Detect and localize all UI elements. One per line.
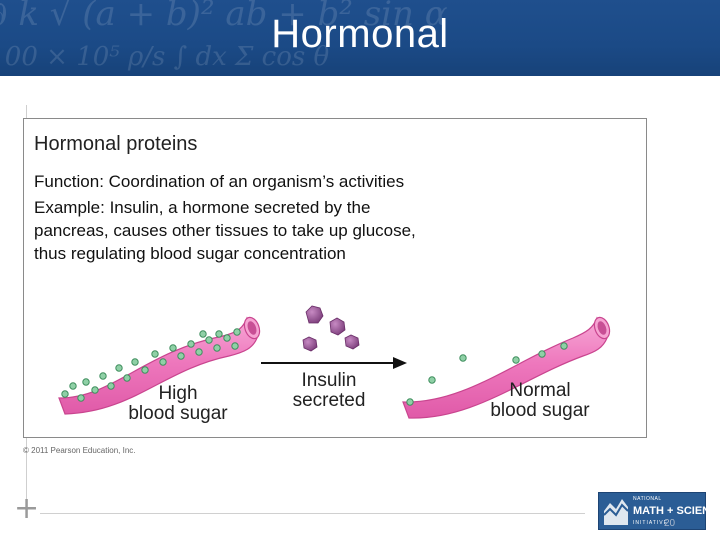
label-line: blood sugar bbox=[490, 400, 590, 421]
arrow-icon bbox=[261, 357, 407, 369]
bottom-divider-line bbox=[40, 513, 585, 514]
right-blood-vessel bbox=[402, 316, 611, 419]
insulin-secreted-label: Insulin secreted bbox=[269, 371, 389, 411]
insulin-molecules bbox=[302, 305, 360, 352]
figure-heading: Hormonal proteins bbox=[34, 133, 198, 155]
title-banner: ∂ k √ (a + b)² ab + b² sin α £ 00 × 10⁵ … bbox=[0, 0, 720, 76]
normal-blood-sugar-label: Normal blood sugar bbox=[472, 381, 608, 421]
high-blood-sugar-label: High blood sugar bbox=[110, 384, 246, 424]
logo-line: INITIATIVE bbox=[633, 520, 668, 526]
plus-icon: + bbox=[14, 491, 40, 526]
glucose-dots-normal bbox=[406, 342, 568, 406]
label-line: blood sugar bbox=[128, 403, 228, 424]
example-line: pancreas, causes other tissues to take u… bbox=[34, 221, 416, 240]
label-line: Normal bbox=[509, 380, 571, 401]
label-line: High bbox=[158, 383, 198, 404]
logo-emblem-icon bbox=[603, 499, 629, 525]
logo-line: MATH + SCIENCE bbox=[633, 505, 720, 517]
label-line: Insulin bbox=[301, 370, 357, 391]
example-line: thus regulating blood sugar concentratio… bbox=[34, 244, 346, 263]
example-line: Example: Insulin, a hormone secreted by … bbox=[34, 198, 371, 217]
insulin-diagram bbox=[58, 305, 611, 419]
page-number: 20 bbox=[664, 518, 676, 529]
slide-title: Hormonal bbox=[271, 12, 449, 56]
copyright-notice: © 2011 Pearson Education, Inc. bbox=[23, 446, 136, 455]
nms-logo: NATIONAL MATH + SCIENCE INITIATIVE bbox=[598, 492, 720, 530]
decorative-equation-pattern: £ 00 × 10⁵ ρ/s ∫ dx Σ cos θ bbox=[0, 42, 330, 72]
decorative-equation-pattern: ∂ k √ (a + b)² ab + b² sin α bbox=[0, 0, 448, 34]
logo-line: NATIONAL bbox=[633, 496, 662, 502]
function-text: Function: Coordination of an organism’s … bbox=[34, 172, 405, 191]
label-line: secreted bbox=[292, 390, 366, 411]
glucose-dots-high bbox=[61, 328, 241, 402]
